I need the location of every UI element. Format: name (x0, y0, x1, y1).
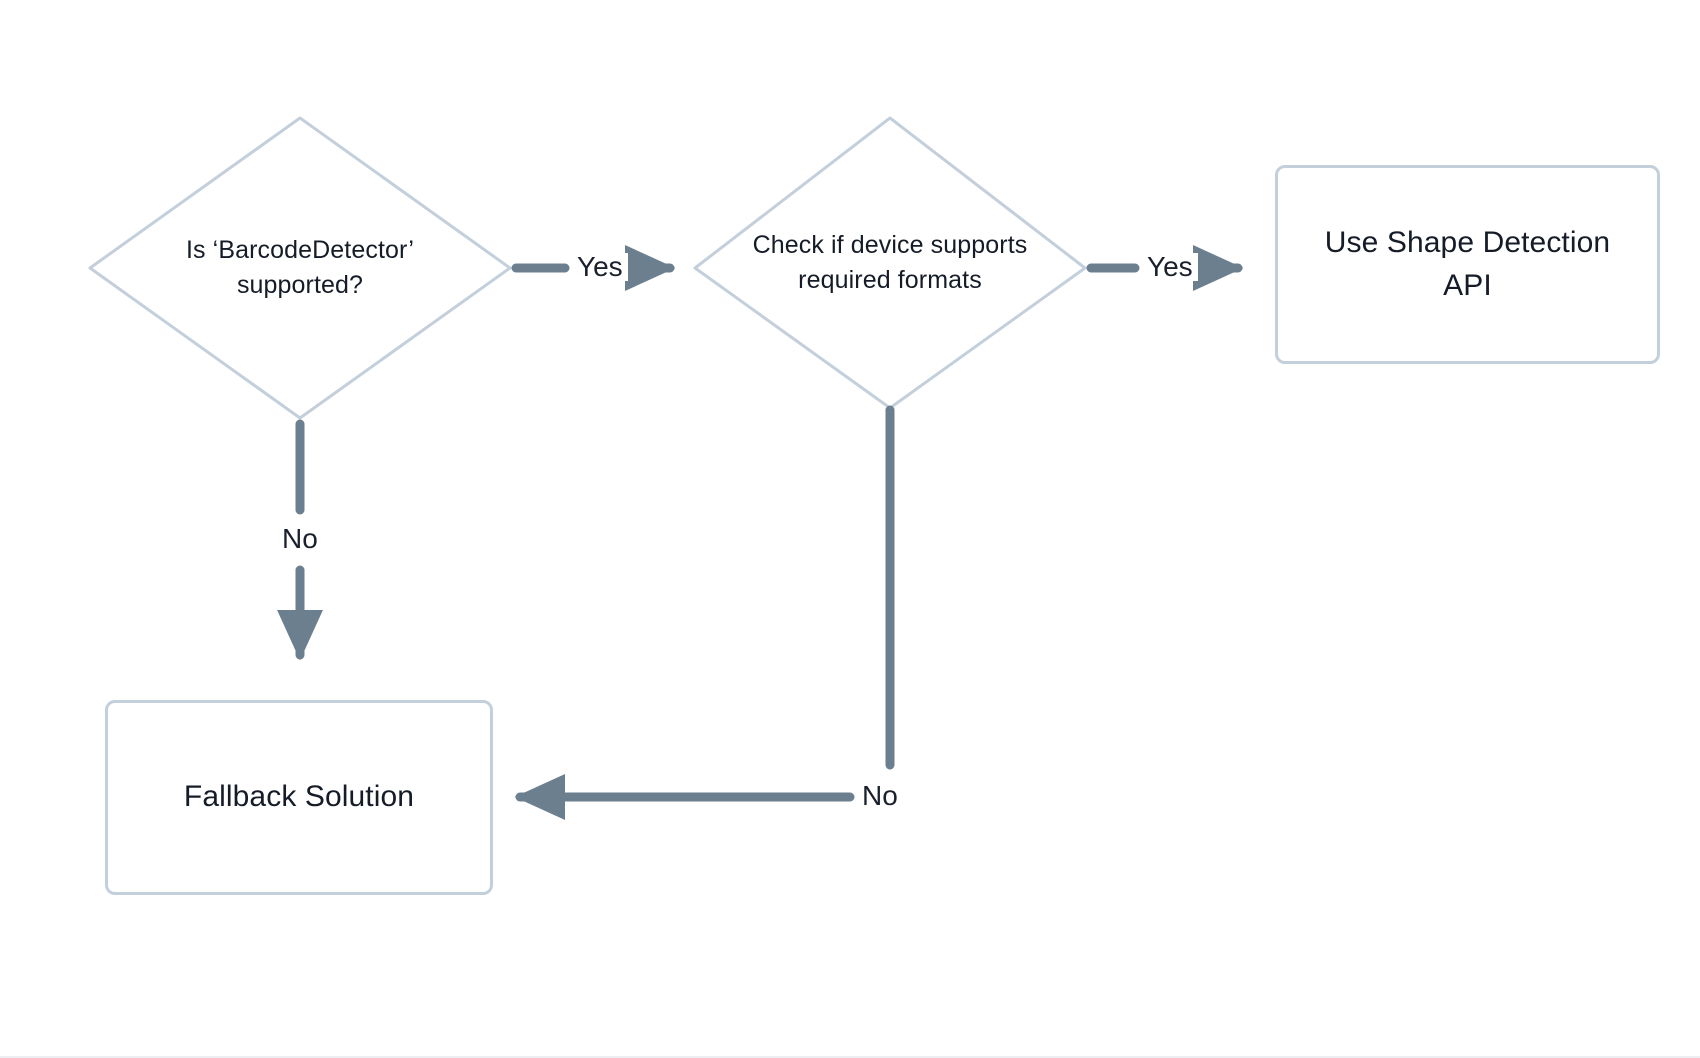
node-label-device-formats-check: Check if device supports required format… (752, 230, 1028, 295)
edge-label-barcode-no: No (277, 525, 323, 553)
edge-label-barcode-yes: Yes (572, 253, 628, 281)
node-label-use-shape-detection-api: Use Shape Detection API (1324, 225, 1611, 302)
node-fallback-solution[interactable]: Fallback Solution (105, 700, 493, 895)
node-label-fallback-solution: Fallback Solution (183, 780, 415, 814)
edge-label-formats-no: No (857, 782, 903, 810)
node-label-barcode-detector-check: Is ‘BarcodeDetector’ supported? (185, 235, 415, 300)
edge-label-formats-yes: Yes (1142, 253, 1198, 281)
node-use-shape-detection-api[interactable]: Use Shape Detection API (1275, 165, 1660, 364)
node-device-formats-check[interactable]: Check if device supports required format… (695, 118, 1085, 408)
node-barcode-detector-check[interactable]: Is ‘BarcodeDetector’ supported? (90, 118, 510, 418)
diamond-shape-barcode-detector-check (88, 116, 512, 420)
